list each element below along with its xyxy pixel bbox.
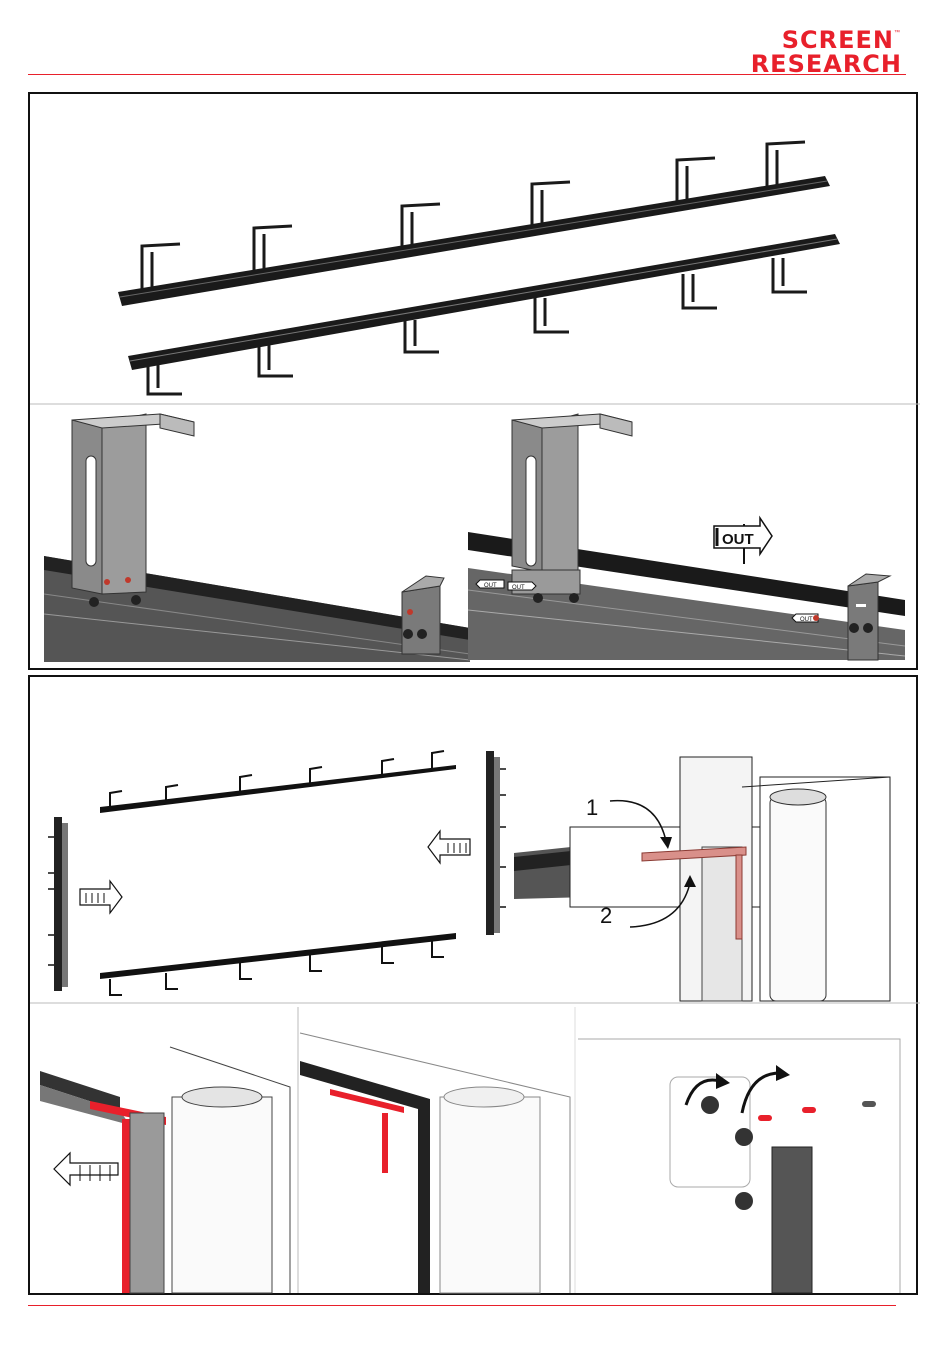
footer-rule <box>28 1305 896 1306</box>
step-1-label: 1 <box>586 795 598 820</box>
svg-text:OUT: OUT <box>484 583 497 589</box>
arrow-left-icon <box>54 1153 118 1185</box>
trademark-mark: ™ <box>894 30 900 36</box>
arrow-left-icon <box>428 831 470 863</box>
out-tag-small-right: OUT <box>792 614 819 623</box>
out-arrow-callout: OUT <box>714 518 772 564</box>
top-panel-illustration: OUT OUT OUT OUT <box>30 94 920 672</box>
brand-line1: SCREEN <box>782 28 894 52</box>
step-2-label: 2 <box>600 903 612 928</box>
detail-corner-highlight-2 <box>298 1007 570 1293</box>
detail-right: OUT OUT OUT OUT <box>468 414 905 660</box>
header-rule <box>28 74 906 75</box>
top-panel: OUT OUT OUT OUT <box>28 92 918 670</box>
svg-text:OUT: OUT <box>722 531 754 548</box>
svg-text:OUT: OUT <box>512 585 525 591</box>
arrow-right-icon <box>80 881 122 913</box>
svg-text:OUT: OUT <box>800 617 813 623</box>
brand-line2: RESEARCH <box>751 52 902 76</box>
rail-upper <box>118 176 830 306</box>
bottom-panel-illustration: 1 2 <box>30 677 920 1297</box>
upper-brackets <box>142 142 805 292</box>
detail-left <box>44 414 470 662</box>
detail-corner-highlight-1 <box>40 1047 290 1293</box>
rail-lower <box>128 234 840 370</box>
bottom-panel: 1 2 <box>28 675 918 1295</box>
corner-join-detail: 1 2 <box>514 757 890 1001</box>
brand-logo: SCREEN RESEARCH ™ <box>694 28 902 78</box>
detail-bolt-removal <box>575 1007 900 1293</box>
frame-assembly <box>48 751 506 995</box>
